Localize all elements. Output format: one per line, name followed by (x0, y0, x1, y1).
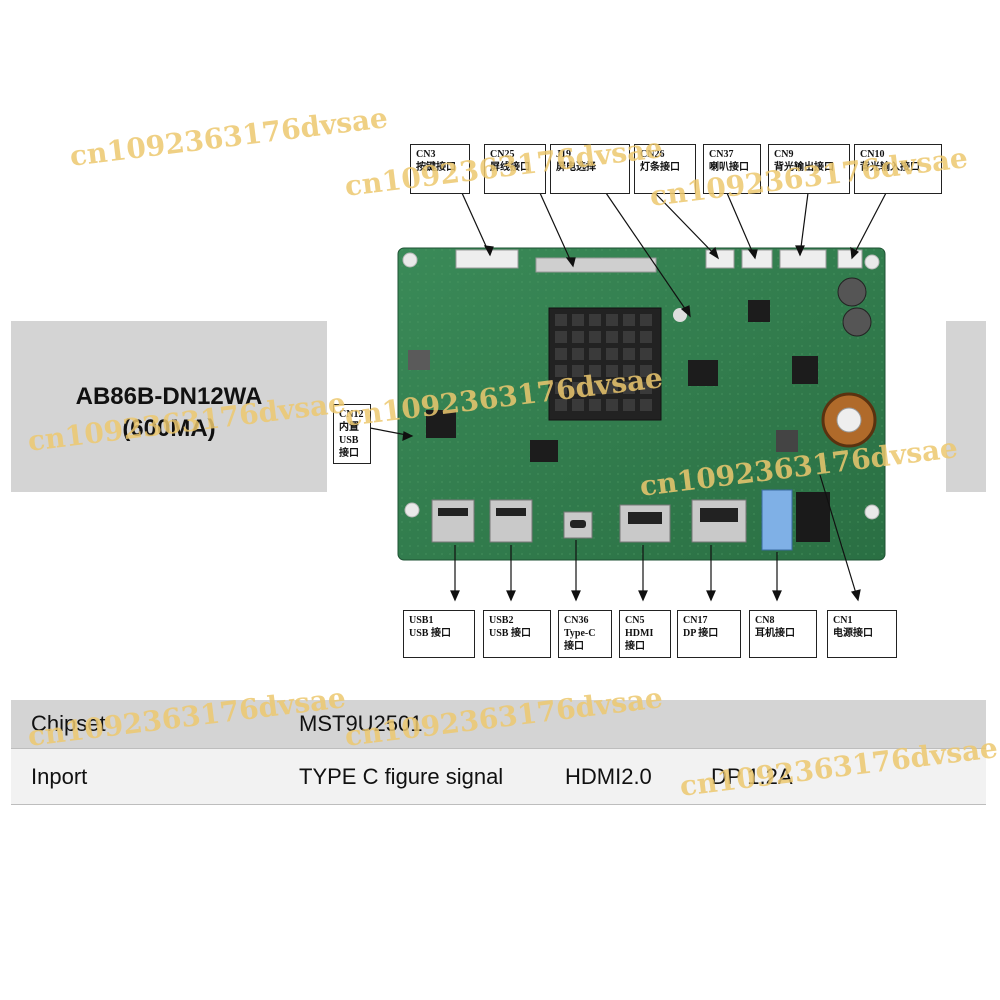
callout-cn9: CN9 背光输出接口 (768, 144, 850, 194)
board-top-connectors (455, 249, 863, 273)
callout-usb2: USB2 USB 接口 (483, 610, 551, 658)
callout-cn26: CN26 灯条接口 (634, 144, 696, 194)
board-bottom-ports (431, 489, 830, 551)
model-current: (600MA) (122, 415, 216, 442)
callout-j19: J19 屏电选择 (550, 144, 630, 194)
callout-cn5: CN5 HDMI 接口 (619, 610, 671, 658)
model-title: AB86B-DN12WA (600MA) (11, 381, 327, 445)
board-svg (369, 192, 887, 602)
inport-label: Inport (31, 764, 88, 789)
board-diagram: CN3 按键接口 CN25 屏线接口 J19 屏电选择 CN26 灯条接口 CN… (333, 144, 942, 658)
spec-row-inport: Inport TYPE C figure signal HDMI2.0 DP 1… (11, 749, 986, 805)
callout-cn25: CN25 屏线接口 (484, 144, 546, 194)
callout-cn36: CN36 Type-C 接口 (558, 610, 612, 658)
inport-typec: TYPE C figure signal (299, 764, 504, 789)
spec-table: Chipset MST9U2501 Inport TYPE C figure s… (11, 700, 986, 805)
callout-cn3: CN3 按键接口 (410, 144, 470, 194)
chipset-value: MST9U2501 (299, 711, 423, 736)
callout-cn1: CN1 电源接口 (827, 610, 897, 658)
heatsink (548, 307, 662, 421)
callout-arrows (369, 192, 887, 602)
model-panel: AB86B-DN12WA (600MA) (11, 321, 327, 492)
callout-cn10: CN10 背光输入接口 (854, 144, 942, 194)
chipset-label: Chipset (31, 711, 106, 736)
callout-cn17: CN17 DP 接口 (677, 610, 741, 658)
right-panel (946, 321, 986, 492)
board-components (408, 277, 877, 462)
inport-dp: DP 1.2A (711, 764, 793, 789)
callout-usb1: USB1 USB 接口 (403, 610, 475, 658)
callout-cn37: CN37 喇叭接口 (703, 144, 761, 194)
model-name: AB86B-DN12WA (75, 383, 263, 410)
spec-row-chipset: Chipset MST9U2501 (11, 700, 986, 749)
callout-cn8: CN8 耳机接口 (749, 610, 817, 658)
callout-cn12: CN12 内置 USB 接口 (333, 404, 371, 464)
inport-hdmi: HDMI2.0 (565, 764, 652, 789)
